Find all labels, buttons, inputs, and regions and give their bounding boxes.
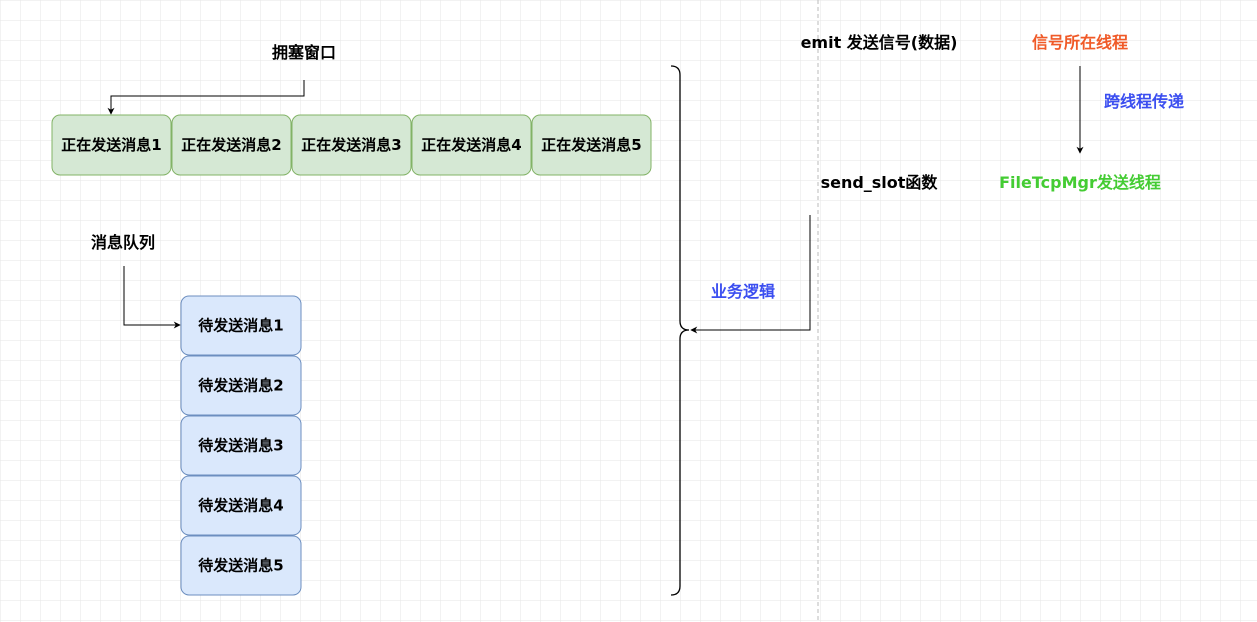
signal-thread-label: 信号所在线程 <box>1032 33 1128 52</box>
sending-message-box <box>411 114 532 176</box>
business-arrow <box>690 215 811 334</box>
pending-message-box <box>180 415 302 476</box>
queue-arrow <box>123 266 181 329</box>
business-logic-label: 业务逻辑 <box>711 282 775 301</box>
pending-message-box-label: 待发送消息2 <box>198 377 283 395</box>
message-queue-title: 消息队列 <box>91 233 155 252</box>
pending-message-box <box>180 475 302 536</box>
sending-message-box-label: 正在发送消息3 <box>301 136 401 154</box>
congestion-window-title: 拥塞窗口 <box>272 43 336 62</box>
cross-thread-label: 跨线程传递 <box>1104 92 1184 111</box>
sending-message-box-label: 正在发送消息1 <box>61 136 161 154</box>
pending-message-box <box>180 295 302 356</box>
slot-label: send_slot函数 <box>821 173 939 192</box>
pending-message-box-label: 待发送消息3 <box>198 437 283 455</box>
curly-brace <box>670 65 690 596</box>
window-arrow <box>107 80 305 115</box>
sending-message-box <box>531 114 652 176</box>
pending-message-box-label: 待发送消息5 <box>198 557 283 575</box>
emit-label: emit 发送信号(数据) <box>801 33 958 52</box>
sending-message-box <box>291 114 412 176</box>
send-thread-label: FileTcpMgr发送线程 <box>999 173 1161 192</box>
sending-message-box-label: 正在发送消息2 <box>181 136 281 154</box>
pending-message-box <box>180 355 302 416</box>
pending-message-box-label: 待发送消息4 <box>198 497 283 515</box>
pending-message-box-label: 待发送消息1 <box>198 317 283 335</box>
sending-message-box <box>171 114 292 176</box>
sending-message-box-label: 正在发送消息4 <box>421 136 521 154</box>
sending-message-box <box>51 114 172 176</box>
sending-message-box-label: 正在发送消息5 <box>541 136 641 154</box>
pending-message-box <box>180 535 302 596</box>
